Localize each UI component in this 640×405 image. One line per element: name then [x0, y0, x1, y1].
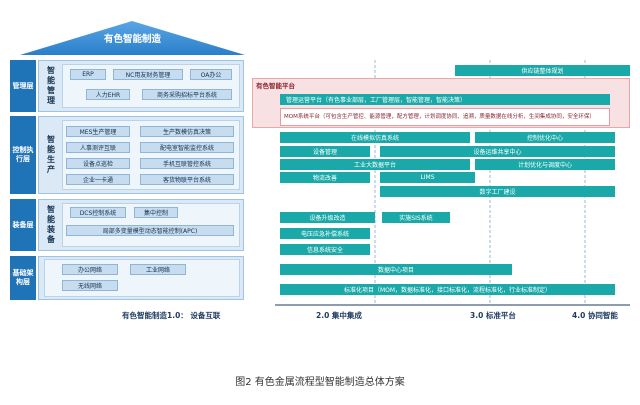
chip-dcs: DCS控制系统	[70, 207, 126, 218]
chip-personnel: 人事测评互联	[66, 142, 130, 153]
bar-lims: LIMS	[380, 172, 475, 183]
bar-equipment-ops-center: 设备运维共享中心	[380, 146, 615, 157]
bar-simulation: 在线模拟仿真系统	[280, 132, 470, 143]
bar-management-platform: 管理运营平台（有色事业部层，工厂管理层，智能管理，智能决策）	[280, 94, 610, 105]
layer-label-control: 控制执行层	[10, 116, 36, 194]
bar-equipment-mgmt: 设备管理	[280, 146, 370, 157]
chip-wireless-network: 无线网络	[62, 280, 118, 291]
chip-industrial-network: 工业网络	[130, 264, 186, 275]
chip-procurement: 商务采购招标平台系统	[142, 89, 232, 100]
bar-logistics: 物流改善	[280, 172, 370, 183]
bar-data-center: 数据中心项目	[280, 264, 512, 275]
roof-shape	[20, 21, 245, 55]
section-title-production: 智能生产	[47, 135, 55, 174]
milestone-1: 有色智能制造1.0： 设备互联	[122, 311, 221, 320]
bar-control-optimization: 控制优化中心	[475, 132, 615, 143]
milestone-3: 3.0 标准平台	[470, 311, 516, 320]
chip-apc: 局部多变量模型动态智能控制(APC)	[66, 225, 234, 236]
layer-label-infra: 基础架构层	[10, 256, 36, 300]
bar-voltage-compensation: 电压应急补偿系统	[280, 228, 370, 239]
chip-logistics-iot: 客货物联平台系统	[140, 174, 234, 185]
chip-mobile-control: 手机互联管控系统	[140, 158, 234, 169]
chip-oa: OA办公	[190, 69, 232, 80]
chip-inspection: 设备点巡检	[66, 158, 130, 169]
chip-nc-finance: NC用友财务管理	[113, 69, 183, 80]
chip-mes: MES生产管理	[66, 126, 130, 137]
bar-standardization: 标准化项目（MOM，数据标准化，接口标准化，流程标准化，行业标准制定）	[280, 284, 615, 295]
bar-info-security: 信息系统安全	[280, 244, 370, 255]
section-title-equipment: 智能装备	[47, 205, 55, 244]
bar-big-data: 工业大数据平台	[280, 159, 470, 170]
bar-sis: 实施SIS系统	[382, 212, 450, 223]
section-title-management: 智能管理	[47, 66, 55, 105]
layer-label-management: 管理层	[10, 60, 36, 112]
chip-hr: 人力EHR	[86, 89, 130, 100]
bar-digital-factory: 数字工厂建设	[380, 186, 615, 197]
bar-equipment-upgrade: 设备升级改造	[280, 212, 375, 223]
milestone-4: 4.0 协同智能	[572, 311, 618, 320]
figure-caption: 图2 有色金属流程型智能制造总体方案	[235, 377, 405, 388]
chip-central-control: 集中控制	[134, 207, 178, 218]
bar-planning-center: 计划优化与调度中心	[475, 159, 615, 170]
milestone-2: 2.0 集中集成	[316, 311, 362, 320]
chip-office-network: 办公网络	[62, 264, 118, 275]
platform-label: 有色智能平台	[256, 82, 295, 90]
chip-erp: ERP	[70, 69, 106, 80]
architecture-title: 有色智能制造	[103, 34, 161, 45]
bar-mom-platform: MOM系统平台（可包含生产管控、能源管理，配方管理，计划调度协同、追溯，质量数据…	[280, 108, 610, 126]
layer-label-equipment: 装备层	[10, 199, 36, 251]
chip-card: 企业一卡通	[66, 174, 130, 185]
chip-power-monitor: 配电室智能监控系统	[140, 142, 234, 153]
chip-simulation: 生产数模仿真决策	[140, 126, 234, 137]
bar-supply-chain: 供应链整体规划	[455, 65, 630, 76]
